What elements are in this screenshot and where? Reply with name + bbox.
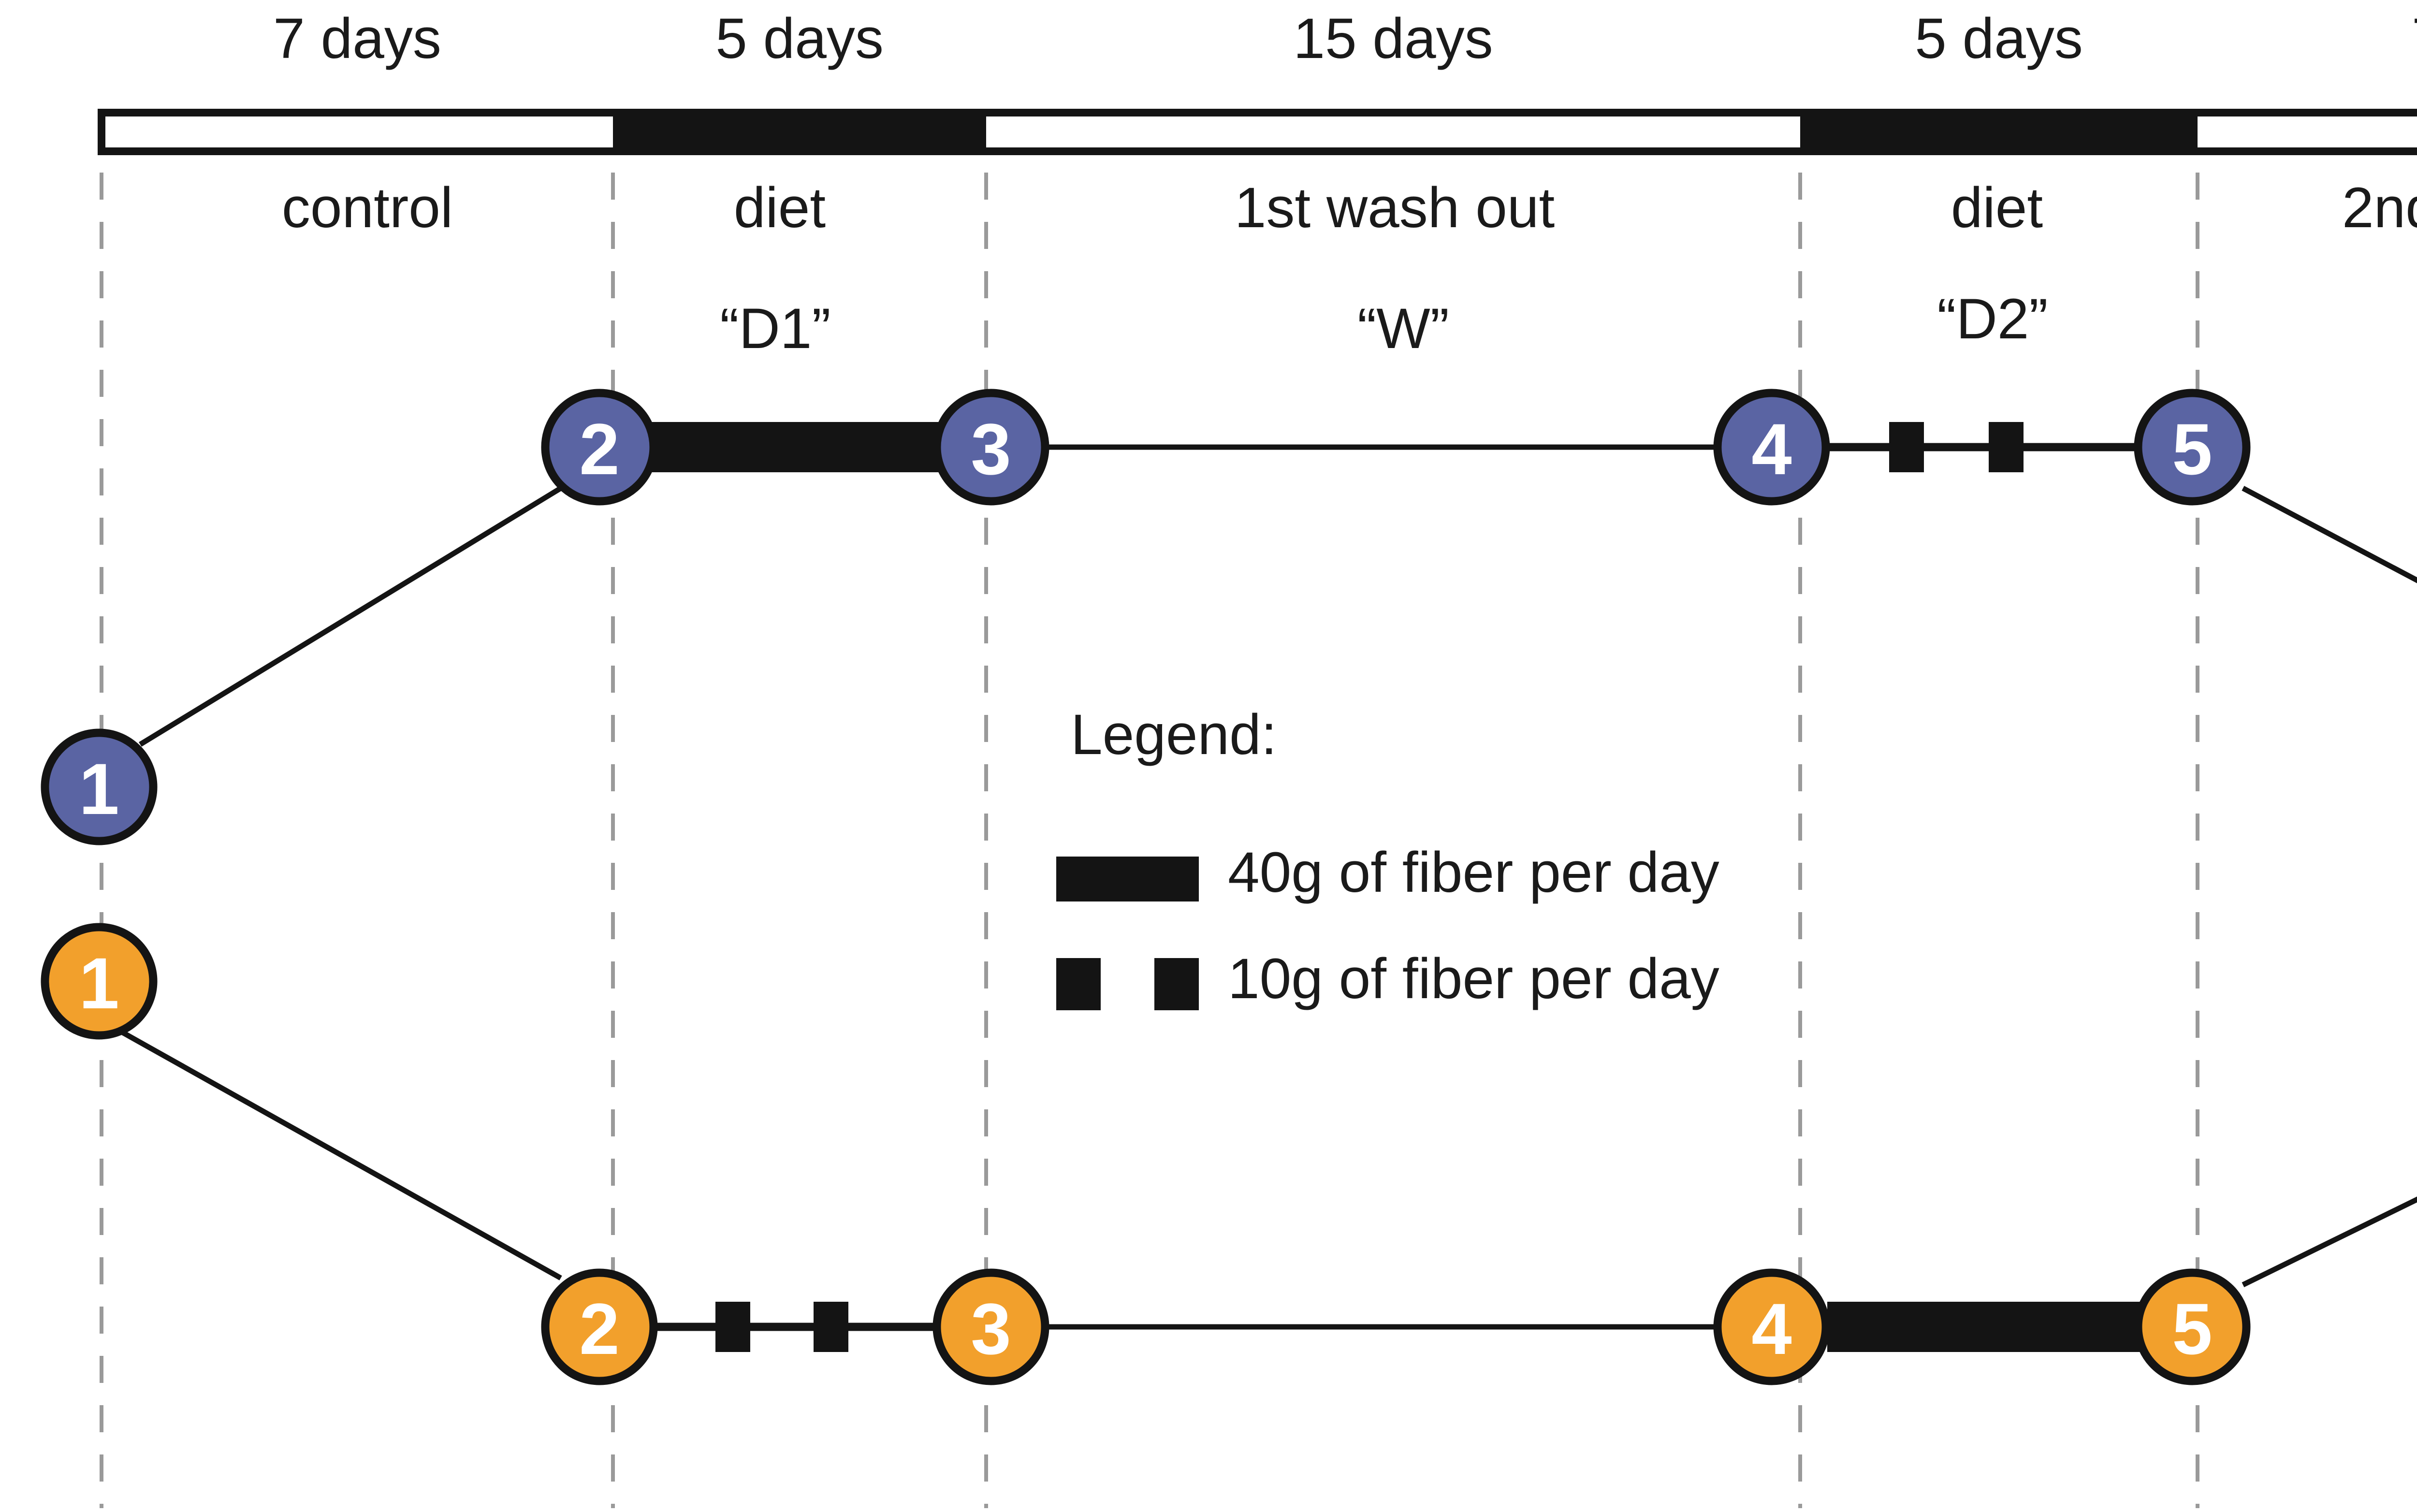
timeline-seg-washout-1 bbox=[986, 113, 1800, 151]
arm-a-node-3[interactable]: 3 bbox=[932, 389, 1049, 506]
arm-a-node-5-label: 5 bbox=[2172, 408, 2212, 490]
arm-b-node-4[interactable]: 4 bbox=[1713, 1268, 1830, 1385]
arm-a-link-2-3-thick bbox=[648, 422, 967, 472]
timeline-bar-outline bbox=[98, 109, 2417, 155]
arm-b-node-1-circle bbox=[41, 923, 158, 1040]
phase-label-washout-1: 1st wash out bbox=[1235, 176, 1555, 240]
legend-label-40g: 40g of fiber per day bbox=[1228, 841, 1719, 904]
arm-a-node-1-circle bbox=[41, 728, 158, 845]
arm-a-link-1-2 bbox=[139, 486, 562, 747]
arm-b-node-3-circle bbox=[932, 1268, 1049, 1385]
arm-a-link-4-5-block-2 bbox=[1989, 422, 2024, 472]
legend-swatch-dotted-block-2 bbox=[1154, 958, 1199, 1010]
legend-swatch-dotted-block-1 bbox=[1056, 958, 1101, 1010]
period-code-washout-1: “W” bbox=[1357, 297, 1449, 361]
arm-b-nodes: 1 2 3 4 5 6 bbox=[41, 923, 2251, 1385]
timeline-bar bbox=[98, 109, 2417, 155]
arm-a-node-4[interactable]: 4 bbox=[1713, 389, 1830, 506]
arm-b-link-2-3-block-1 bbox=[715, 1302, 750, 1352]
phase-label-diet-1: diet bbox=[734, 176, 826, 240]
arm-b-links bbox=[119, 1029, 2417, 1352]
arm-b-node-3[interactable]: 3 bbox=[932, 1268, 1049, 1385]
arm-b-node-2[interactable]: 2 bbox=[541, 1268, 658, 1385]
timeline-seg-washout-2 bbox=[2198, 113, 2417, 151]
arm-a-nodes: 1 2 3 4 5 6 bbox=[41, 389, 2251, 845]
arm-a-node-1[interactable]: 1 bbox=[41, 728, 158, 845]
duration-label-diet-1: 5 days bbox=[715, 7, 884, 71]
timeline-seg-control bbox=[102, 113, 613, 151]
arm-a-node-5-circle bbox=[2134, 389, 2251, 506]
arm-b-node-3-label: 3 bbox=[971, 1288, 1011, 1369]
arm-b-node-4-label: 4 bbox=[1751, 1288, 1791, 1369]
arm-b-link-2-3-block-2 bbox=[814, 1302, 848, 1352]
arm-b-node-2-circle bbox=[541, 1268, 658, 1385]
arm-a-link-4-5-block-1 bbox=[1889, 422, 1924, 472]
arm-b-node-1-label: 1 bbox=[79, 943, 119, 1024]
duration-label-diet-2: 5 days bbox=[1915, 7, 2083, 71]
period-code-diet-2: “D2” bbox=[1937, 287, 2048, 351]
arm-a-node-1-label: 1 bbox=[79, 748, 119, 829]
arm-a-node-3-label: 3 bbox=[971, 408, 1011, 490]
arm-b-node-5[interactable]: 5 bbox=[2134, 1268, 2251, 1385]
arm-a-node-2-label: 2 bbox=[579, 408, 619, 490]
timeline-seg-diet-1 bbox=[613, 113, 986, 151]
arm-a-links bbox=[139, 422, 2417, 747]
phase-label-control: control bbox=[282, 176, 453, 240]
phase-label-washout-2: 2nd wash out bbox=[2342, 176, 2417, 240]
arm-b-link-1-2 bbox=[119, 1029, 562, 1280]
period-code-diet-1: “D1” bbox=[720, 297, 830, 361]
legend: Legend: 40g of fiber per day 10g of fibe… bbox=[1056, 703, 1719, 1011]
arm-a-node-2-circle bbox=[541, 389, 658, 506]
arm-b-node-1[interactable]: 1 bbox=[41, 923, 158, 1040]
arm-b-node-2-label: 2 bbox=[579, 1288, 619, 1369]
duration-label-washout-1: 15 days bbox=[1293, 7, 1493, 71]
arm-b-node-5-circle bbox=[2134, 1268, 2251, 1385]
legend-label-10g: 10g of fiber per day bbox=[1228, 947, 1719, 1011]
arm-a-node-2[interactable]: 2 bbox=[541, 389, 658, 506]
arm-b-node-4-circle bbox=[1713, 1268, 1830, 1385]
arm-a-node-3-circle bbox=[932, 389, 1049, 506]
arm-a-link-5-6 bbox=[2242, 486, 2417, 583]
timeline-seg-diet-2 bbox=[1800, 113, 2198, 151]
arm-b-node-5-label: 5 bbox=[2172, 1288, 2212, 1369]
arm-a-node-4-label: 4 bbox=[1751, 408, 1791, 490]
arm-a-node-5[interactable]: 5 bbox=[2134, 389, 2251, 506]
duration-label-control: 7 days bbox=[273, 7, 441, 71]
timepoint-gridlines bbox=[100, 123, 2199, 1508]
arm-b-link-4-5-thick bbox=[1827, 1302, 2146, 1352]
duration-label-washout-2: 7 days bbox=[2412, 7, 2417, 71]
arm-a-node-4-circle bbox=[1713, 389, 1830, 506]
arm-b-link-5-6 bbox=[2242, 1196, 2417, 1287]
legend-swatch-solid-bar bbox=[1056, 857, 1199, 901]
phase-label-diet-2: diet bbox=[1951, 176, 2043, 240]
legend-title: Legend: bbox=[1071, 703, 1277, 767]
